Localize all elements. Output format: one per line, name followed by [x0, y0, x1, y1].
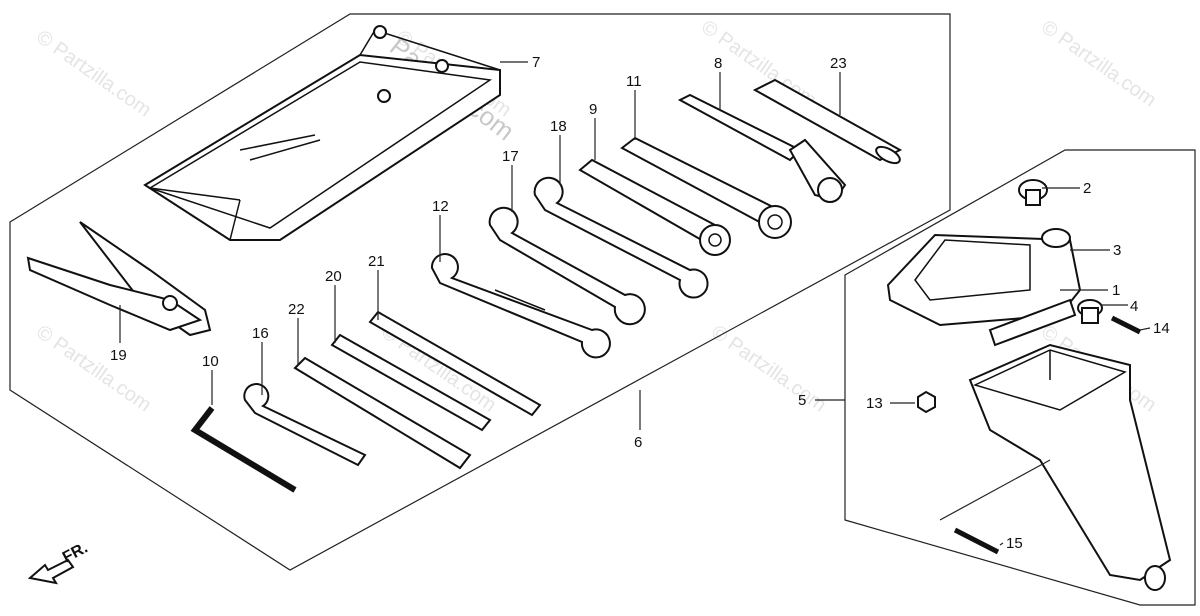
- front-arrow-icon: [27, 558, 75, 585]
- wrench-17: [488, 206, 646, 326]
- pliers: [26, 221, 212, 337]
- callout-14: 14: [1153, 320, 1170, 337]
- hex-wrench: [190, 406, 297, 493]
- wrench-9: [578, 158, 731, 256]
- callout-19: 19: [110, 347, 127, 364]
- callout-3: 3: [1113, 242, 1121, 259]
- callout-9: 9: [589, 101, 597, 118]
- wrench-12: [430, 253, 611, 359]
- callout-7: 7: [532, 54, 540, 71]
- screwdriver-20: [330, 333, 492, 432]
- callout-1: 1: [1112, 282, 1120, 299]
- watermark-text: © Partzilla.com: [707, 321, 830, 416]
- callout-23: 23: [830, 55, 847, 72]
- screwdriver-handle-22: [293, 356, 472, 470]
- callout-5: 5: [798, 392, 806, 409]
- callout-10: 10: [202, 353, 219, 370]
- callout-2: 2: [1083, 180, 1091, 197]
- pin-14: [1110, 315, 1142, 335]
- callout-21: 21: [368, 253, 385, 270]
- callout-20: 20: [325, 268, 342, 285]
- callout-16: 16: [252, 325, 269, 342]
- tool-case-body: [968, 298, 1172, 591]
- callout-13: 13: [866, 395, 883, 412]
- watermark-text: © Partzilla.com: [32, 26, 155, 121]
- callout-18: 18: [550, 118, 567, 135]
- watermark-text: © Partzilla.com: [1037, 16, 1160, 111]
- callout-8: 8: [714, 55, 722, 72]
- watermark-text: © Partzilla.com: [32, 321, 155, 416]
- wrench-11: [620, 136, 792, 239]
- extension-bar: [677, 93, 847, 203]
- pin-15: [953, 527, 1000, 555]
- grommet: [1077, 299, 1103, 324]
- grip-sleeve: [752, 78, 903, 165]
- wrench-16: [243, 383, 367, 467]
- cap-bolt: [1018, 179, 1048, 206]
- callouts: 7 8 23 11 9 18 17 12 21 20 22 16 10 19 6…: [110, 54, 1170, 552]
- tool-kit-outline: [9, 13, 951, 571]
- callout-17: 17: [502, 148, 519, 165]
- callout-22: 22: [288, 301, 305, 318]
- wrench-18: [533, 176, 709, 299]
- tool-case-outline: [844, 149, 1196, 606]
- front-indicator: FR.: [27, 539, 91, 585]
- callout-12: 12: [432, 198, 449, 215]
- tool-bag: [143, 25, 501, 241]
- callout-6: 6: [634, 434, 642, 451]
- nut: [917, 390, 936, 414]
- screwdriver-21: [368, 310, 542, 417]
- callout-11: 11: [626, 73, 642, 90]
- callout-15: 15: [1006, 535, 1023, 552]
- leader-lines: [119, 61, 1151, 546]
- callout-4: 4: [1130, 298, 1138, 315]
